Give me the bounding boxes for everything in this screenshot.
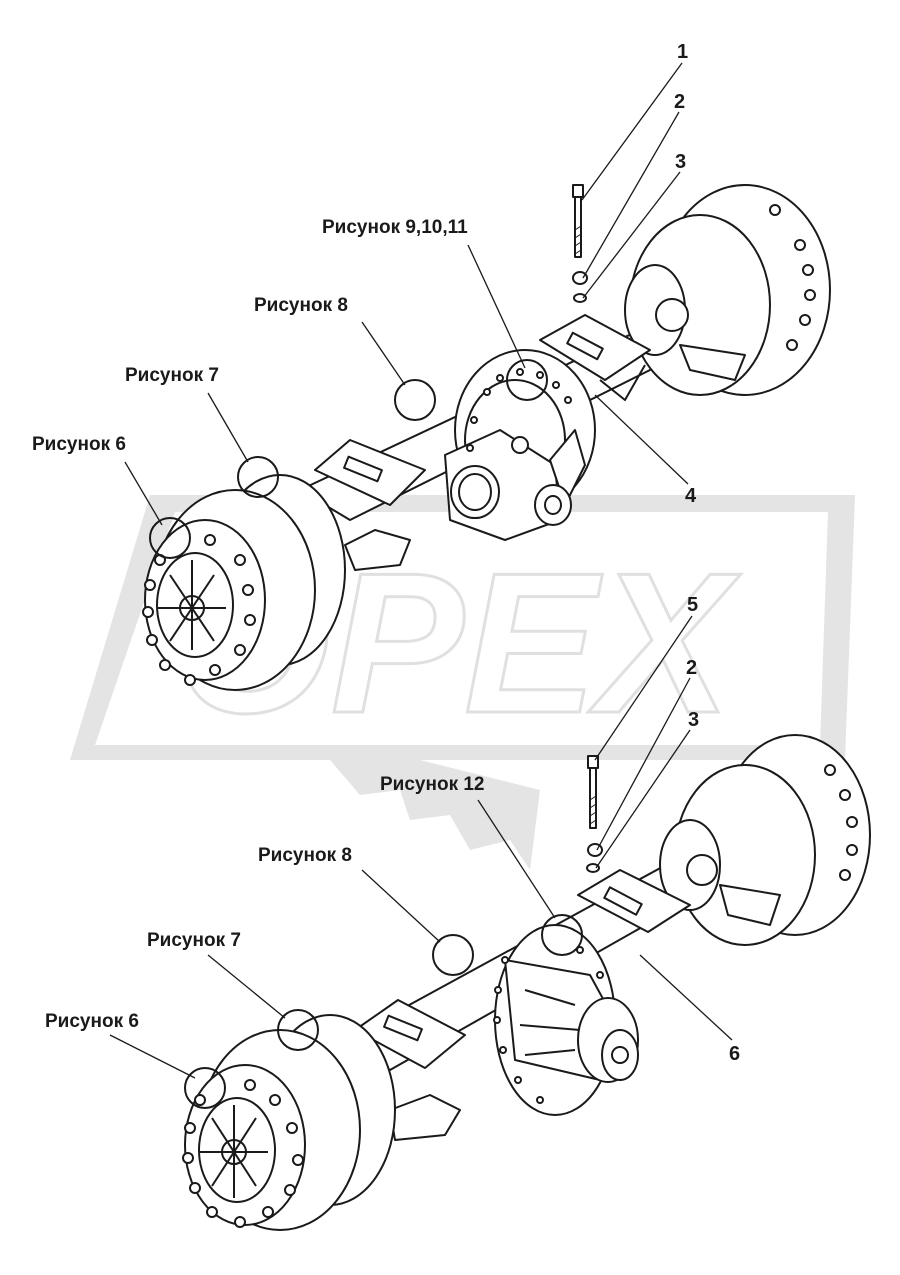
upper-callout-figure-6: Рисунок 6 (32, 434, 126, 455)
upper-callout-3: 3 (675, 151, 687, 173)
lower-callout-figure-7: Рисунок 7 (147, 930, 241, 951)
lower-callout-figure-6: Рисунок 6 (45, 1011, 139, 1032)
lower-callout-figure-12: Рисунок 12 (380, 774, 485, 795)
upper-callout-1: 1 (677, 41, 689, 63)
lower-u-bolt (586, 755, 603, 873)
watermark-frame (70, 495, 855, 760)
upper-right-bracket (679, 344, 746, 381)
lower-callout-2: 2 (686, 657, 698, 679)
upper-ref-circle-fig6 (149, 517, 191, 559)
upper-ref-circle-fig8 (394, 379, 436, 421)
lower-right-drum (659, 734, 871, 946)
lower-leader-lines (109, 615, 733, 1079)
lower-ref-circle-fig6 (184, 1067, 226, 1109)
watermark-gear (330, 760, 540, 870)
upper-ref-circle-fig91011 (506, 359, 548, 401)
lower-callout-3: 3 (688, 709, 700, 731)
lower-callout-5: 5 (687, 594, 699, 616)
lower-callout-6: 6 (729, 1043, 741, 1065)
lower-callout-figure-8: Рисунок 8 (258, 845, 352, 866)
upper-callout-figure-8: Рисунок 8 (254, 295, 348, 316)
upper-u-bolt (572, 184, 588, 303)
upper-right-drum (624, 184, 831, 396)
lower-right-bracket (719, 884, 781, 926)
upper-callout-4: 4 (685, 485, 697, 507)
lower-differential (493, 924, 639, 1116)
upper-callout-2: 2 (674, 91, 686, 113)
upper-differential (444, 349, 596, 541)
lower-ref-circle-fig7 (277, 1009, 319, 1051)
upper-leader-lines (124, 62, 689, 526)
lower-ref-circle-fig12 (541, 914, 583, 956)
lower-left-drum (182, 1014, 396, 1231)
lower-axle (109, 615, 871, 1231)
upper-callout-figure-9-10-11: Рисунок 9,10,11 (322, 217, 468, 238)
upper-callout-figure-7: Рисунок 7 (125, 365, 219, 386)
upper-axle (124, 62, 831, 691)
lower-ref-circle-fig8 (432, 934, 474, 976)
upper-ref-circle-fig7 (237, 456, 279, 498)
upper-left-drum (142, 474, 346, 691)
